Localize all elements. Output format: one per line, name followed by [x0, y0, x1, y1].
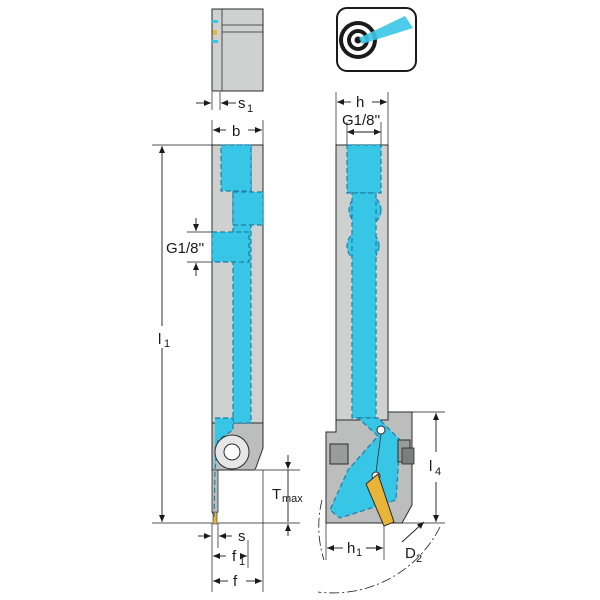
label-d2-sub: 2 — [416, 553, 422, 565]
label-l1-sub: 1 — [164, 338, 170, 350]
top-view — [211, 8, 264, 92]
label-f1-sub: 1 — [239, 556, 245, 568]
label-h: h — [356, 94, 364, 111]
dimension-s1: s 1 — [196, 92, 253, 115]
label-f1: f — [232, 548, 237, 565]
dimension-h: h — [335, 92, 389, 145]
label-s: s — [238, 528, 246, 545]
dimension-b: b — [211, 120, 264, 145]
label-d2: D — [405, 545, 416, 562]
dimension-l1: l 1 — [152, 144, 212, 524]
label-s1-sub: 1 — [247, 103, 253, 115]
label-l4-sub: 4 — [435, 466, 441, 478]
dimension-s: s — [198, 523, 246, 592]
label-tmax-sub: max — [282, 493, 303, 505]
label-g18-left: G1/8'' — [166, 240, 204, 257]
dimension-g18-left: G1/8'' — [166, 218, 212, 276]
label-h1: h — [347, 540, 355, 557]
label-h1-sub: 1 — [356, 547, 362, 559]
label-tmax: T — [272, 486, 281, 503]
side-view — [325, 144, 415, 527]
label-b: b — [232, 123, 240, 140]
dimension-d2: D 2 — [317, 499, 441, 594]
dimension-h1: h 1 — [325, 523, 385, 560]
front-view — [211, 144, 264, 525]
dimension-f: f — [213, 470, 264, 592]
label-f: f — [233, 573, 238, 590]
label-l4: l — [429, 458, 432, 475]
coolant-target-icon — [336, 7, 417, 72]
dimension-f1: f 1 — [213, 540, 249, 568]
dimension-g18-right: G1/8'' — [342, 112, 382, 145]
label-g18-right: G1/8'' — [342, 112, 380, 129]
dimension-tmax: T max — [218, 455, 303, 536]
label-s1: s — [238, 95, 246, 112]
label-l1: l — [158, 331, 161, 348]
